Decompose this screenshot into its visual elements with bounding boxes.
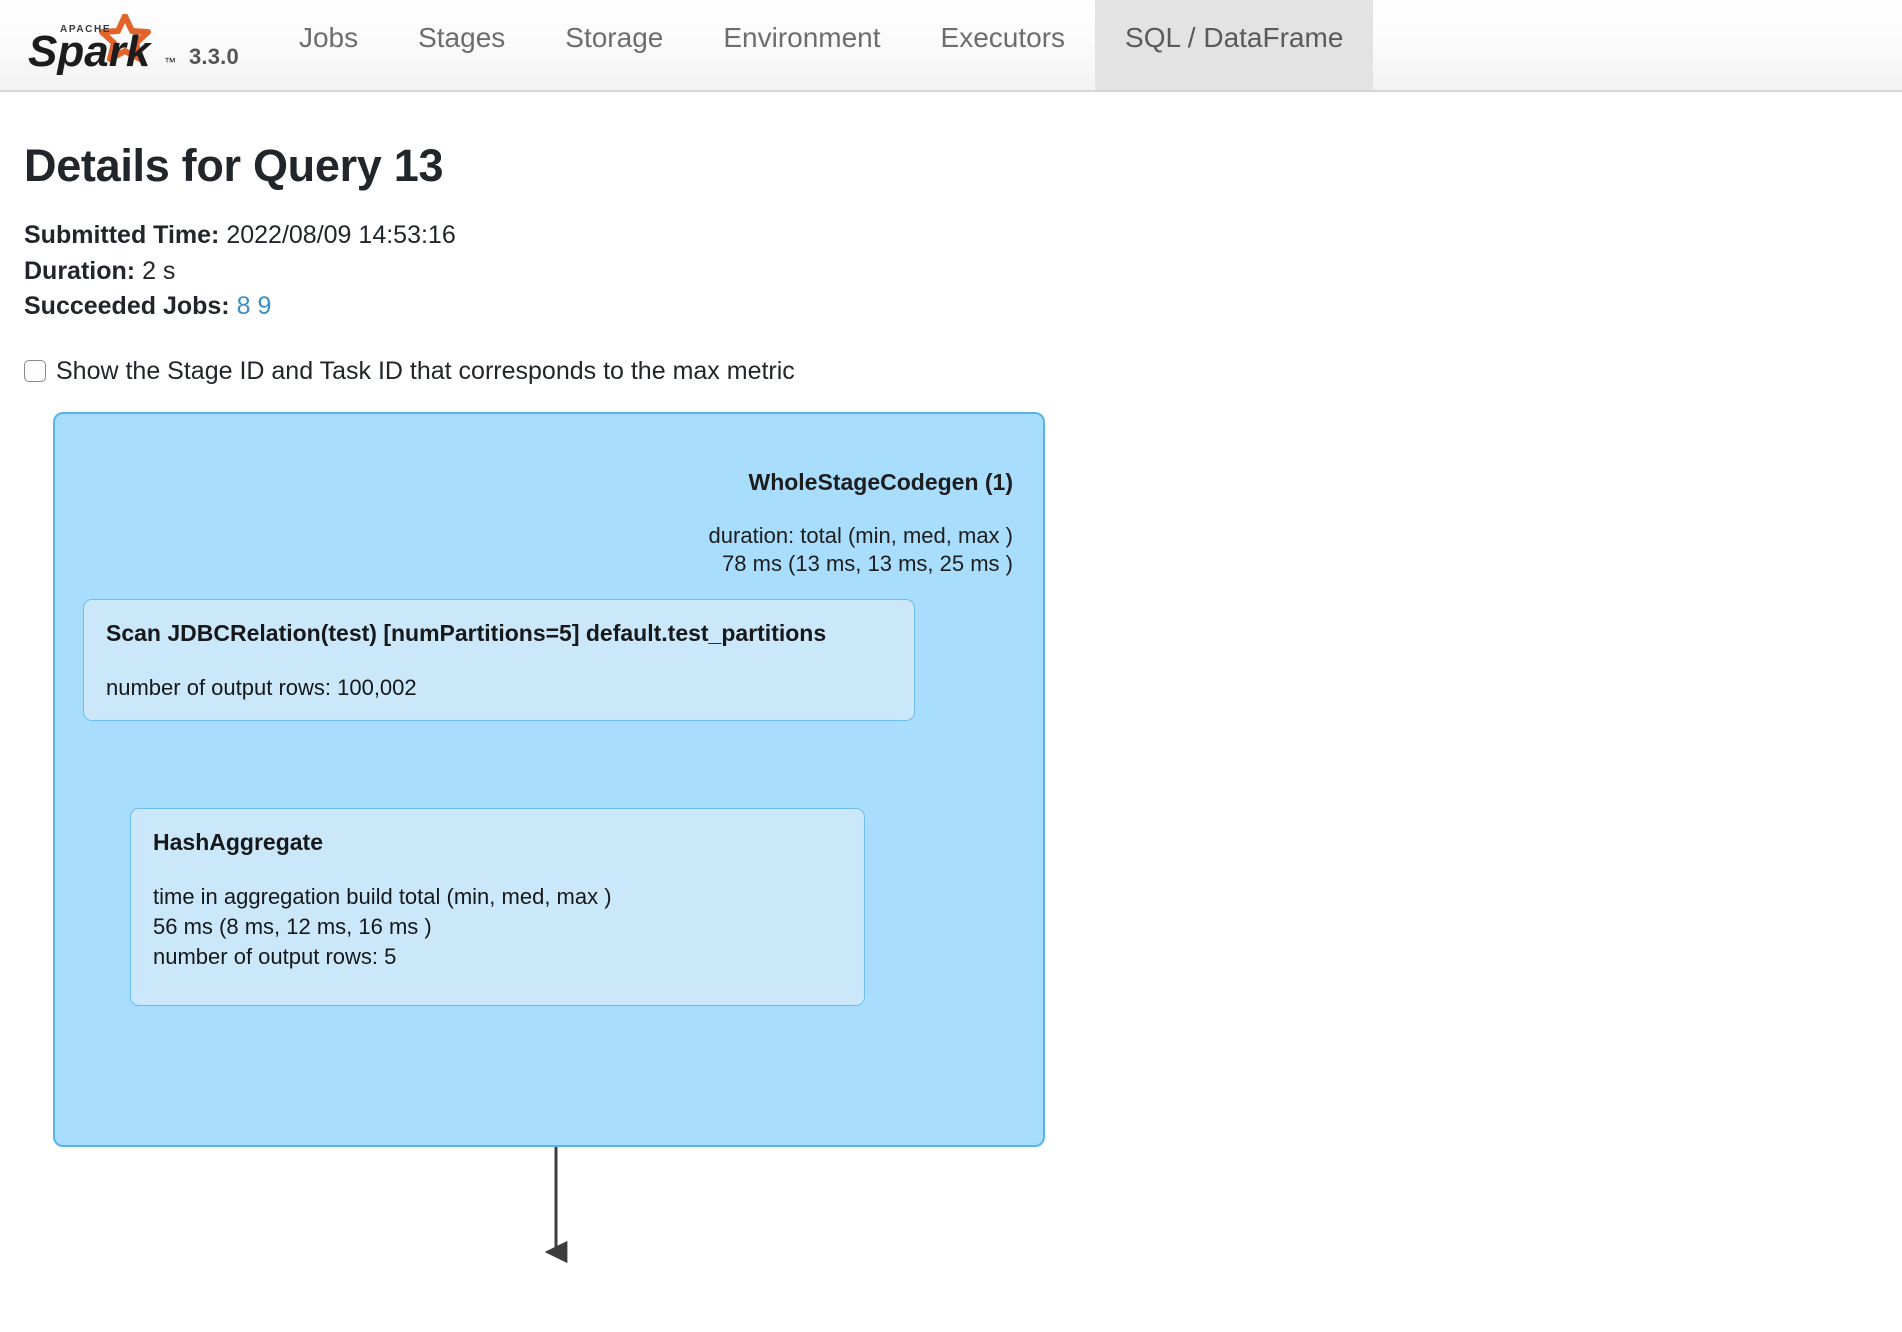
bottom-spacer	[0, 1272, 1902, 1312]
plan-node-hashaggregate[interactable]: HashAggregate time in aggregation build …	[130, 807, 865, 1006]
duration-label: Duration:	[24, 256, 136, 285]
cluster-metric-label: duration: total (min, med, max )	[708, 522, 1013, 548]
query-metadata: Submitted Time: 2022/08/09 14:53:16 Dura…	[0, 192, 1902, 325]
plan-node-metric-line: number of output rows: 100,002	[106, 674, 417, 700]
plan-node-metrics: number of output rows: 100,002	[84, 647, 914, 723]
tab-sql-dataframe[interactable]: SQL / DataFrame	[1095, 0, 1374, 90]
plan-node-metrics: time in aggregation build total (min, me…	[131, 856, 864, 993]
succeeded-jobs-label: Succeeded Jobs:	[24, 292, 230, 320]
cluster-metric-value: 78 ms (13 ms, 13 ms, 25 ms )	[722, 550, 1013, 576]
plan-node-metric-line: time in aggregation build total (min, me…	[153, 883, 612, 909]
tab-storage[interactable]: Storage	[565, 22, 664, 53]
page-title: Details for Query 13	[24, 140, 444, 191]
duration-row: Duration: 2 s	[24, 254, 1902, 290]
sql-plan-graph: WholeStageCodegen (1) duration: total (m…	[0, 411, 1902, 1272]
plan-node-title: HashAggregate	[153, 828, 323, 855]
plan-node-metric-line: 56 ms (8 ms, 12 ms, 16 ms )	[153, 913, 432, 939]
submitted-time-value: 2022/08/09 14:53:16	[226, 221, 456, 249]
cluster-title: WholeStageCodegen (1)	[748, 468, 1013, 495]
nav-tab-list: Jobs Stages Storage Environment Executor…	[269, 0, 1374, 90]
svg-text:APACHE: APACHE	[60, 24, 111, 35]
page-content: Details for Query 13 Submitted Time: 202…	[0, 92, 1902, 1312]
tab-environment[interactable]: Environment	[723, 22, 881, 53]
duration-value: 2 s	[142, 256, 176, 285]
succeeded-job-link-8[interactable]: 8	[236, 292, 251, 320]
apache-spark-logo-icon[interactable]: APACHE Spark ™	[24, 14, 179, 76]
plan-node-title: Scan JDBCRelation(test) [numPartitions=5…	[106, 619, 827, 646]
succeeded-jobs-row: Succeeded Jobs: 8 9	[24, 289, 1902, 325]
show-stage-task-row: Show the Stage ID and Task ID that corre…	[0, 325, 1902, 384]
tab-executors[interactable]: Executors	[940, 22, 1066, 53]
submitted-time-label: Submitted Time:	[24, 221, 220, 249]
show-stage-task-label[interactable]: Show the Stage ID and Task ID that corre…	[56, 356, 795, 385]
cluster-metrics: duration: total (min, med, max ) 78 ms (…	[709, 522, 1013, 578]
tab-stages[interactable]: Stages	[418, 22, 506, 53]
show-stage-task-checkbox[interactable]	[24, 360, 46, 382]
succeeded-job-link-9[interactable]: 9	[257, 292, 272, 320]
wholestagecodegen-cluster[interactable]: WholeStageCodegen (1) duration: total (m…	[53, 411, 1045, 1147]
spark-version-label: 3.3.0	[189, 44, 239, 69]
plan-node-scan-jdbcrelation[interactable]: Scan JDBCRelation(test) [numPartitions=5…	[83, 598, 915, 723]
brand-block[interactable]: APACHE Spark ™ 3.3.0	[0, 0, 239, 90]
top-navbar: APACHE Spark ™ 3.3.0 Jobs Stages Storage…	[0, 0, 1902, 92]
submitted-time-row: Submitted Time: 2022/08/09 14:53:16	[24, 218, 1902, 254]
svg-text:Spark: Spark	[28, 27, 153, 76]
tab-jobs[interactable]: Jobs	[298, 22, 359, 53]
plan-node-metric-line: number of output rows: 5	[153, 944, 397, 970]
svg-text:™: ™	[164, 55, 176, 69]
